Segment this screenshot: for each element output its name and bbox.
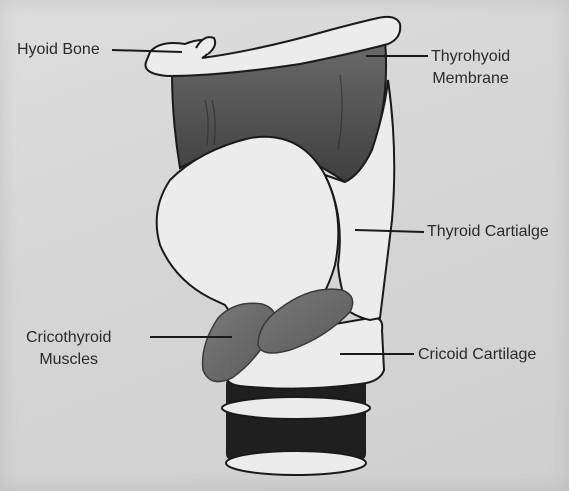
trachea bbox=[222, 378, 370, 475]
label-cricoid-cartilage: Cricoid Cartilage bbox=[418, 344, 536, 366]
label-thyrohyoid-membrane: Thyrohyoid Membrane bbox=[431, 46, 510, 90]
trachea-ring-lower bbox=[226, 451, 366, 475]
label-thyroid-cartilage: Thyroid Cartialge bbox=[427, 221, 549, 243]
trachea-ring-upper bbox=[222, 397, 370, 419]
label-hyoid-bone: Hyoid Bone bbox=[17, 39, 100, 61]
label-cricothyroid-muscles: Cricothyroid Muscles bbox=[26, 327, 111, 371]
